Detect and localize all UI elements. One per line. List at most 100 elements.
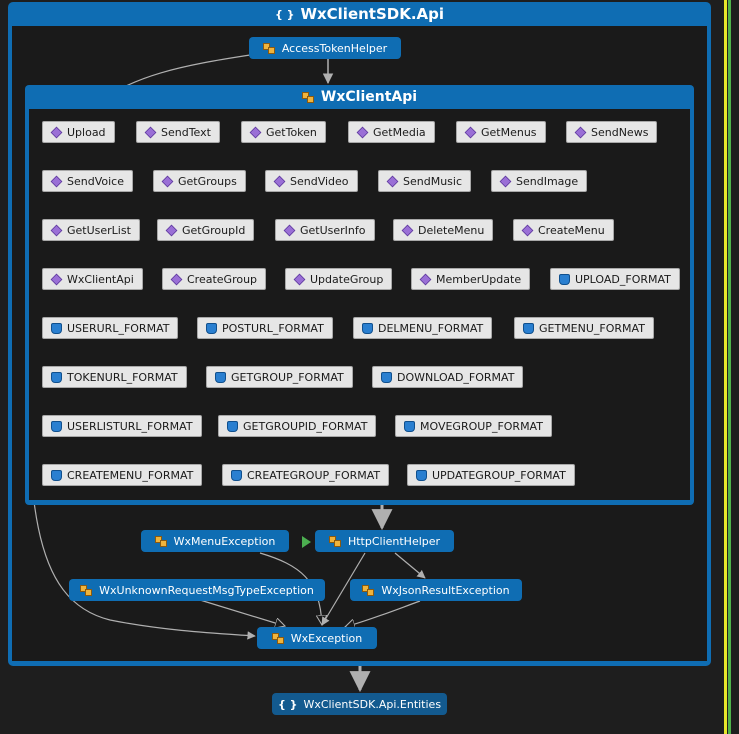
method-icon <box>170 273 183 285</box>
edge-wxjson-to-wxexception <box>345 600 421 627</box>
node-label: AccessTokenHelper <box>281 41 388 55</box>
member-upload-format[interactable]: UPLOAD_FORMAT <box>550 268 680 290</box>
node-wx-unknown-request-exception[interactable]: WxUnknownRequestMsgTypeException <box>69 579 325 601</box>
namespace-title: WxClientSDK.Api <box>300 5 445 23</box>
member-label: CreateGroup <box>187 272 258 286</box>
method-icon <box>521 224 534 236</box>
namespace-icon: { } <box>274 7 295 21</box>
member-label: GETMENU_FORMAT <box>539 321 645 335</box>
member-label: GetUserList <box>67 223 131 237</box>
member-getgroupid[interactable]: GetGroupId <box>157 219 255 241</box>
member-label: SendVoice <box>67 174 124 188</box>
member-posturl-format[interactable]: POSTURL_FORMAT <box>197 317 333 339</box>
member-label: UPDATEGROUP_FORMAT <box>432 468 566 482</box>
member-getuserinfo[interactable]: GetUserInfo <box>275 219 375 241</box>
node-wx-menu-exception[interactable]: WxMenuException <box>141 530 289 552</box>
member-sendvideo[interactable]: SendVideo <box>265 170 358 192</box>
member-getmenu-format[interactable]: GETMENU_FORMAT <box>514 317 654 339</box>
member-label: CREATEMENU_FORMAT <box>67 468 194 482</box>
member-label: GetGroupId <box>182 223 246 237</box>
edge-wxmenu-to-wxexception <box>259 552 322 625</box>
member-label: SendText <box>161 125 211 139</box>
method-icon <box>249 126 262 138</box>
member-download-format[interactable]: DOWNLOAD_FORMAT <box>372 366 524 388</box>
method-icon <box>401 224 414 236</box>
member-sendnews[interactable]: SendNews <box>566 121 658 143</box>
node-label: WxMenuException <box>173 534 276 548</box>
member-getgroups[interactable]: GetGroups <box>153 170 246 192</box>
member-wxclientapi-ctor[interactable]: WxClientApi <box>42 268 143 290</box>
member-label: GETGROUP_FORMAT <box>231 370 344 384</box>
node-http-client-helper[interactable]: HttpClientHelper <box>315 530 454 552</box>
member-upload[interactable]: Upload <box>42 121 115 143</box>
member-label: SendNews <box>591 125 649 139</box>
member-label: GETGROUPID_FORMAT <box>243 419 368 433</box>
member-getmedia[interactable]: GetMedia <box>348 121 435 143</box>
member-label: GetToken <box>266 125 317 139</box>
field-icon <box>231 469 242 481</box>
method-icon <box>50 175 63 187</box>
member-getmenus[interactable]: GetMenus <box>456 121 546 143</box>
node-access-token-helper[interactable]: AccessTokenHelper <box>249 37 401 59</box>
edge-httpclient-to-wxjson <box>394 552 426 579</box>
member-updategroup[interactable]: UpdateGroup <box>285 268 393 290</box>
field-icon <box>559 273 570 285</box>
field-icon <box>523 322 534 334</box>
node-entities-namespace[interactable]: { } WxClientSDK.Api.Entities <box>272 693 447 715</box>
field-icon <box>227 420 238 432</box>
class-title: WxClientApi <box>320 89 418 105</box>
node-wx-json-result-exception[interactable]: WxJsonResultException <box>350 579 522 601</box>
namespace-header[interactable]: { } WxClientSDK.Api <box>8 2 711 26</box>
member-getgroup-format[interactable]: GETGROUP_FORMAT <box>206 366 353 388</box>
namespace-icon: { } <box>277 697 298 711</box>
node-wx-exception[interactable]: WxException <box>257 627 377 649</box>
member-gettoken[interactable]: GetToken <box>241 121 326 143</box>
member-userlisturl-format[interactable]: USERLISTURL_FORMAT <box>42 415 202 437</box>
member-sendvoice[interactable]: SendVoice <box>42 170 133 192</box>
member-movegroup-format[interactable]: MOVEGROUP_FORMAT <box>395 415 552 437</box>
method-icon <box>464 126 477 138</box>
member-sendmusic[interactable]: SendMusic <box>378 170 472 192</box>
node-label: WxUnknownRequestMsgTypeException <box>99 583 314 597</box>
field-icon <box>215 371 226 383</box>
member-deletemenu[interactable]: DeleteMenu <box>393 219 494 241</box>
member-tokenurl-format[interactable]: TOKENURL_FORMAT <box>42 366 187 388</box>
field-icon <box>404 420 415 432</box>
class-header[interactable]: WxClientApi <box>25 85 694 109</box>
member-label: POSTURL_FORMAT <box>222 321 324 335</box>
member-label: MOVEGROUP_FORMAT <box>420 419 543 433</box>
class-container-wxclientapi[interactable]: WxClientApi <box>25 85 694 505</box>
member-createmenu[interactable]: CreateMenu <box>513 219 614 241</box>
member-label: GetMenus <box>481 125 537 139</box>
member-createmenu-format[interactable]: CREATEMENU_FORMAT <box>42 464 203 486</box>
class-icon <box>154 535 168 547</box>
method-icon <box>419 273 432 285</box>
member-label: UPLOAD_FORMAT <box>575 272 671 286</box>
class-icon <box>271 632 285 644</box>
member-label: TOKENURL_FORMAT <box>67 370 178 384</box>
member-label: SendMusic <box>403 174 463 188</box>
class-icon <box>328 535 342 547</box>
method-icon <box>499 175 512 187</box>
method-icon <box>50 224 63 236</box>
member-userurl-format[interactable]: USERURL_FORMAT <box>42 317 179 339</box>
method-icon <box>50 273 63 285</box>
field-icon <box>381 371 392 383</box>
method-icon <box>161 175 174 187</box>
member-memberupdate[interactable]: MemberUpdate <box>411 268 531 290</box>
member-creategroup-format[interactable]: CREATEGROUP_FORMAT <box>222 464 390 486</box>
member-sendimage[interactable]: SendImage <box>491 170 588 192</box>
member-getgroupid-format[interactable]: GETGROUPID_FORMAT <box>218 415 377 437</box>
member-getuserlist[interactable]: GetUserList <box>42 219 140 241</box>
method-icon <box>144 126 157 138</box>
right-stripe-green <box>728 0 731 734</box>
method-icon <box>165 224 178 236</box>
right-stripe-yellow <box>724 0 727 734</box>
member-creategroup[interactable]: CreateGroup <box>162 268 267 290</box>
class-icon <box>362 584 375 596</box>
member-label: GetUserInfo <box>300 223 366 237</box>
member-delmenu-format[interactable]: DELMENU_FORMAT <box>353 317 493 339</box>
member-updategroup-format[interactable]: UPDATEGROUP_FORMAT <box>407 464 575 486</box>
field-icon <box>362 322 373 334</box>
member-sendtext[interactable]: SendText <box>136 121 220 143</box>
